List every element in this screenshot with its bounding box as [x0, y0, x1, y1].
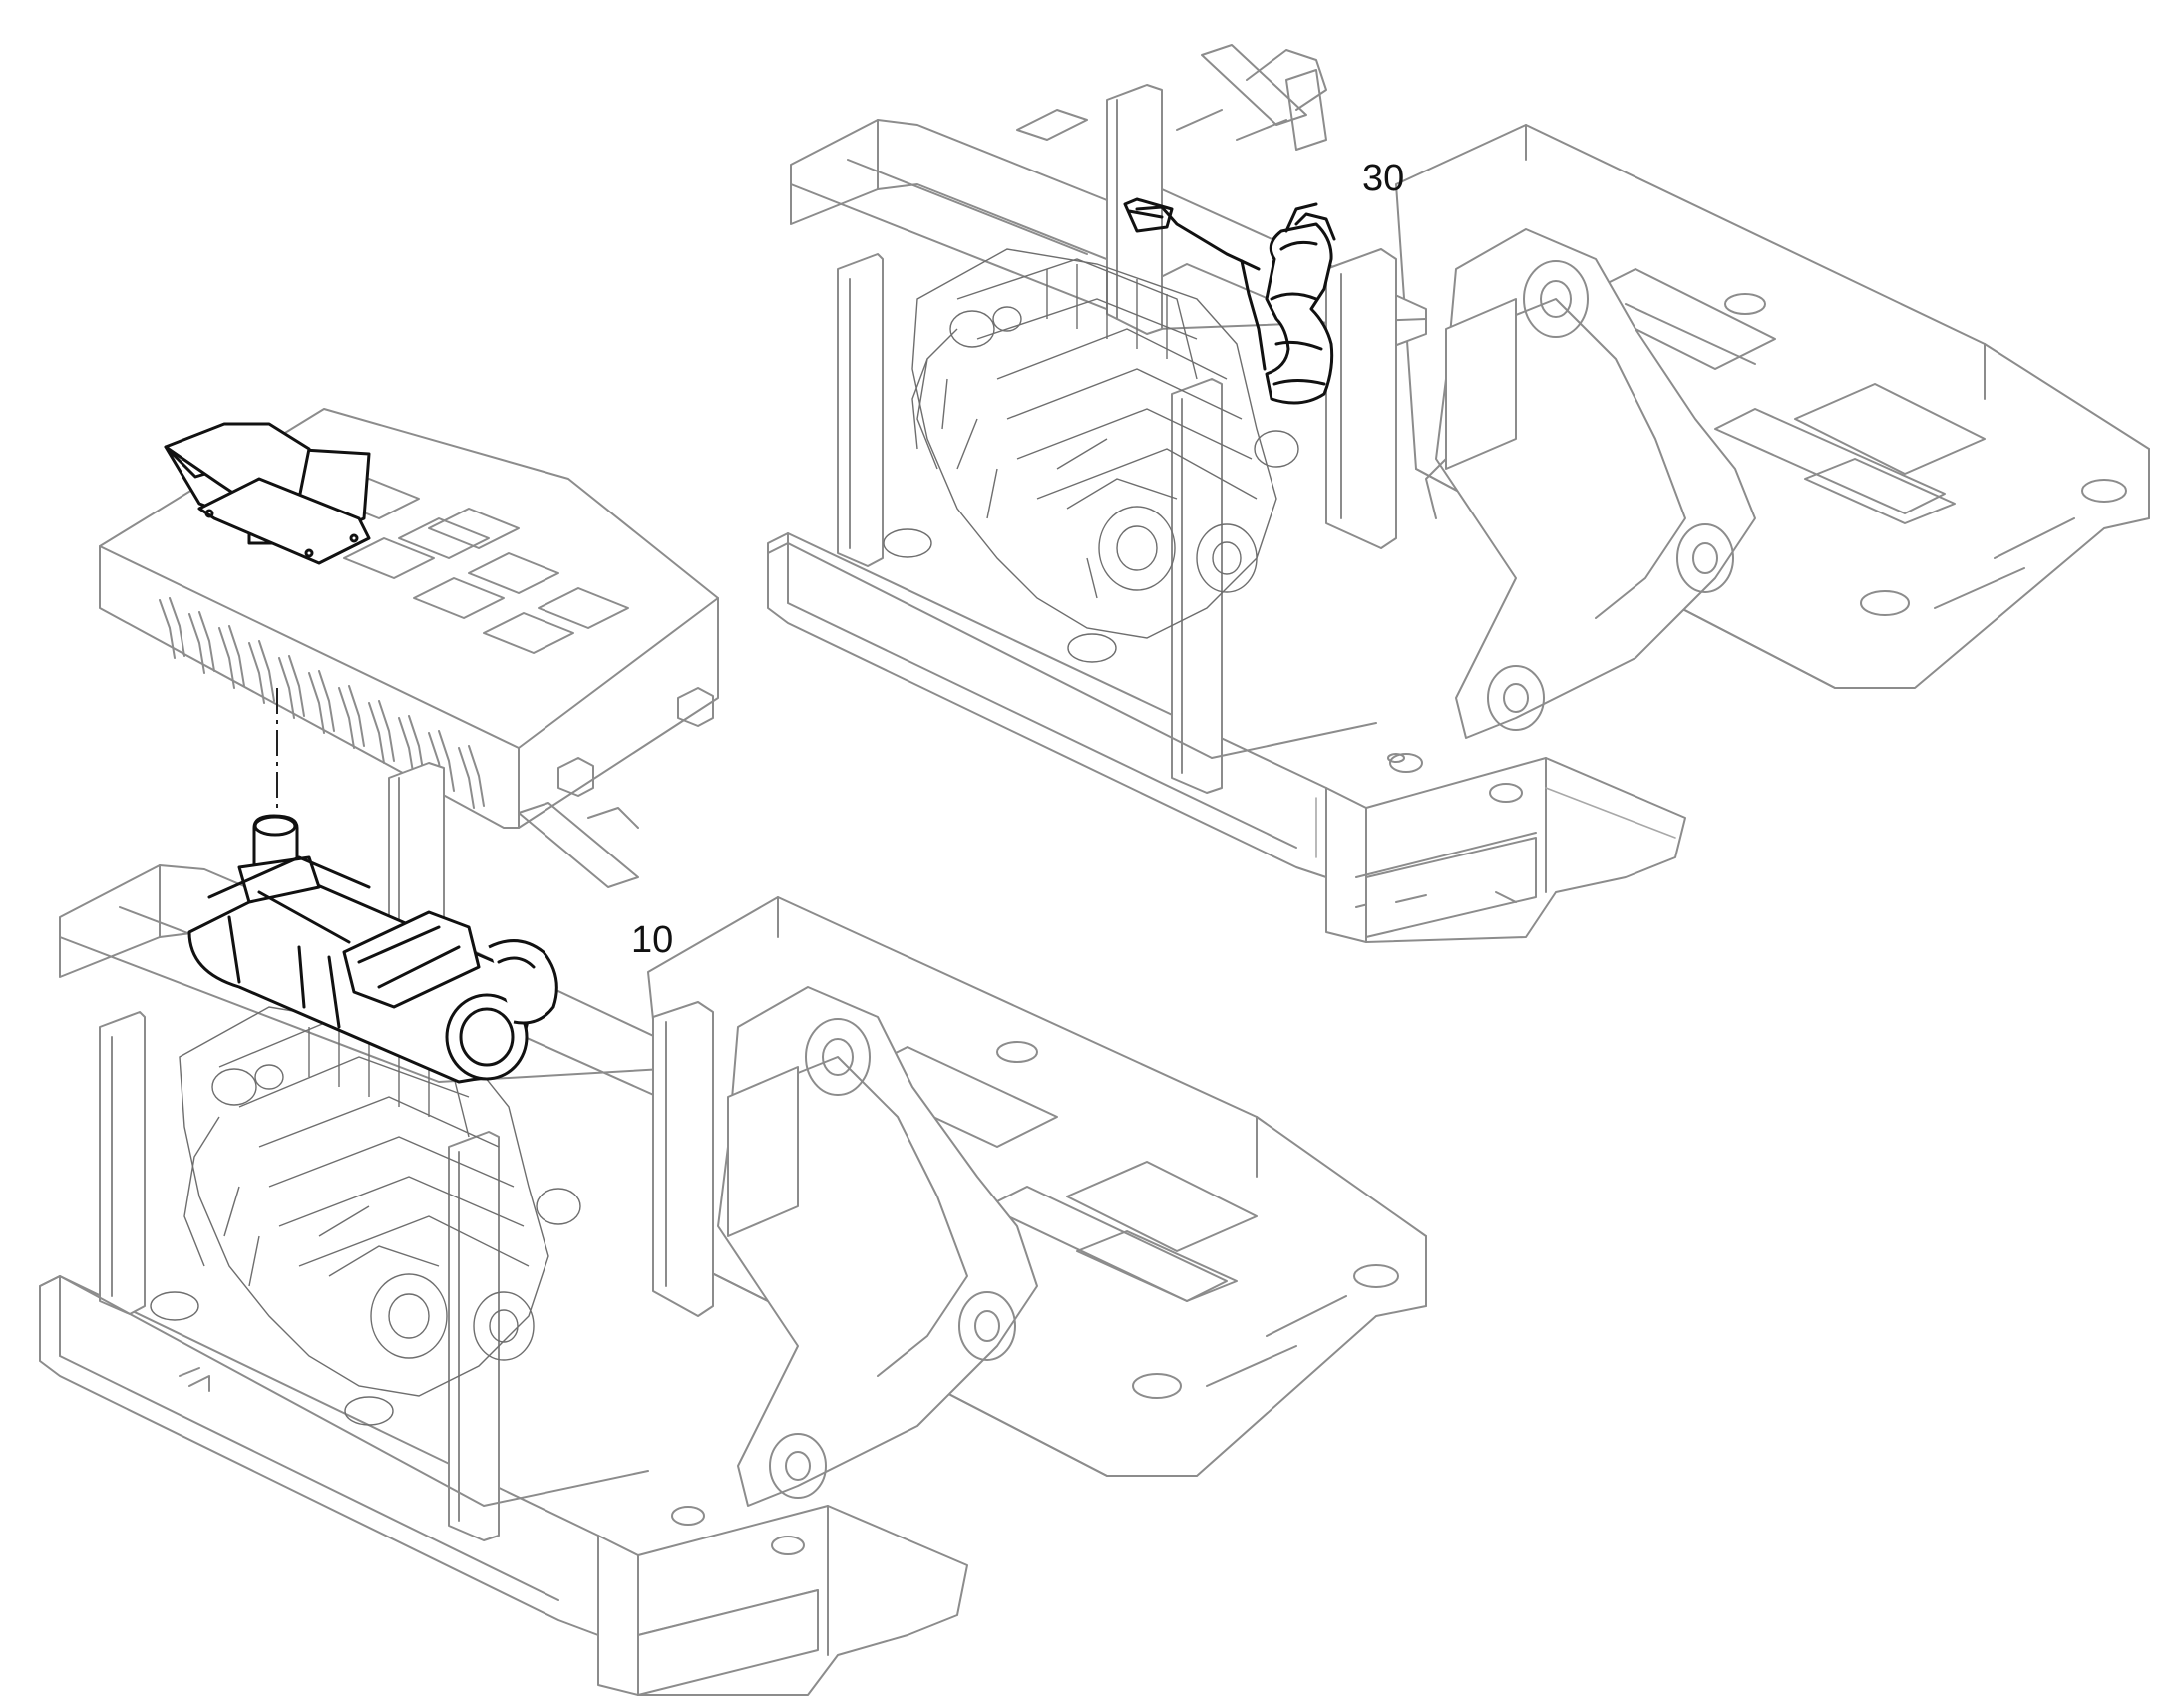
base-frame-10	[39, 1275, 968, 1696]
intake-elbow-30	[1265, 202, 1336, 405]
callout-number-30: 30	[1362, 158, 1405, 199]
base-frame-30	[767, 532, 1686, 943]
cover-vent-slots	[159, 597, 485, 809]
engine-30	[883, 248, 1299, 663]
callout-number-10: 10	[631, 919, 674, 961]
wiring-harness-30	[1123, 197, 1267, 371]
exhaust-canister-10	[187, 814, 558, 1084]
boom-mount-30	[1425, 228, 1756, 739]
assembly-10	[39, 408, 1427, 1696]
exhaust-deflector	[164, 422, 371, 565]
assembly-30	[767, 44, 2150, 943]
boom-mount-10	[717, 986, 1038, 1507]
